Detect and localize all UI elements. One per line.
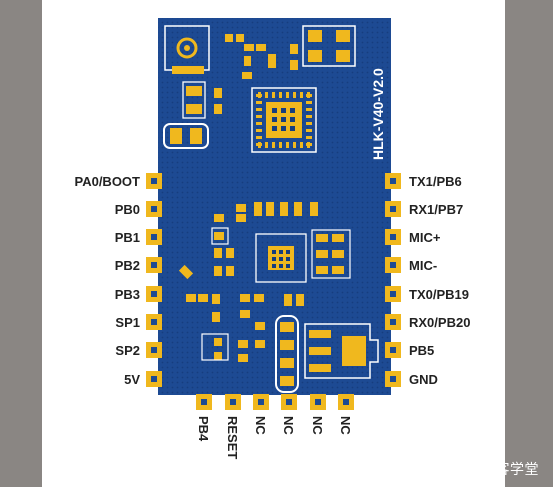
left-pin-label: SP2: [115, 343, 140, 358]
bottom-pin-pad: [281, 394, 297, 410]
left-pin-pad: [146, 229, 162, 245]
right-pin-pad: [385, 371, 401, 387]
bottom-pin-pad: [310, 394, 326, 410]
codec-chip: [255, 233, 307, 283]
left-pin-label: PB0: [115, 202, 140, 217]
left-pin-pad: [146, 314, 162, 330]
bottom-pin-label: RESET: [225, 416, 240, 459]
right-pin-pad: [385, 314, 401, 330]
left-pin-pad: [146, 257, 162, 273]
right-pin-label: MIC+: [409, 230, 441, 245]
watermark-text: CSDN @远望创客学堂: [390, 462, 539, 478]
crystal: [302, 25, 356, 67]
right-pin-label: GND: [409, 372, 438, 387]
left-pin-label: PB1: [115, 230, 140, 245]
right-pin-label: RX1/PB7: [409, 202, 463, 217]
right-pin-label: TX0/PB19: [409, 287, 469, 302]
right-pin-pad: [385, 342, 401, 358]
left-passives: [163, 81, 222, 149]
bottom-pin-label: NC: [338, 416, 353, 435]
bottom-pin-pad: [253, 394, 269, 410]
regulator-chip: [304, 323, 379, 379]
right-pin-label: PB5: [409, 343, 434, 358]
bottom-pin-label: NC: [281, 416, 296, 435]
pad-stack: [255, 315, 299, 393]
bottom-pin-pad: [196, 394, 212, 410]
right-pin-label: MIC-: [409, 258, 437, 273]
left-border-panel: [0, 0, 42, 487]
right-pin-pad: [385, 229, 401, 245]
right-pin-label: RX0/PB20: [409, 315, 470, 330]
left-pin-label: PA0/BOOT: [75, 174, 141, 189]
bottom-pin-pad: [225, 394, 241, 410]
antenna-connector: [164, 25, 210, 74]
top-passives: [225, 34, 298, 79]
middle-outlines: [201, 227, 351, 361]
bottom-pin-label: PB4: [196, 416, 211, 442]
right-pin-label: TX1/PB6: [409, 174, 462, 189]
pcb-texture: [158, 18, 391, 395]
right-pin-pad: [385, 201, 401, 217]
left-pin-pad: [146, 342, 162, 358]
edge-pads: [146, 173, 401, 410]
right-pin-pad: [385, 286, 401, 302]
left-pin-label: PB2: [115, 258, 140, 273]
right-border-panel: [505, 0, 553, 487]
right-pin-pad: [385, 257, 401, 273]
bottom-pin-label: NC: [310, 416, 325, 435]
left-pin-pad: [146, 201, 162, 217]
right-pin-pad: [385, 173, 401, 189]
left-pin-label: PB3: [115, 287, 140, 302]
bottom-pin-label: NC: [253, 416, 268, 435]
module-silk-text: HLK-V40-V2.0: [370, 68, 386, 160]
main-soc-chip: [251, 87, 317, 153]
left-pin-pad: [146, 286, 162, 302]
middle-passives: [178, 202, 344, 362]
left-pin-pad: [146, 371, 162, 387]
soc-pads: [256, 92, 312, 148]
bottom-pin-pad: [338, 394, 354, 410]
left-pin-label: 5V: [124, 372, 140, 387]
left-pin-label: SP1: [115, 315, 140, 330]
left-pin-pad: [146, 173, 162, 189]
